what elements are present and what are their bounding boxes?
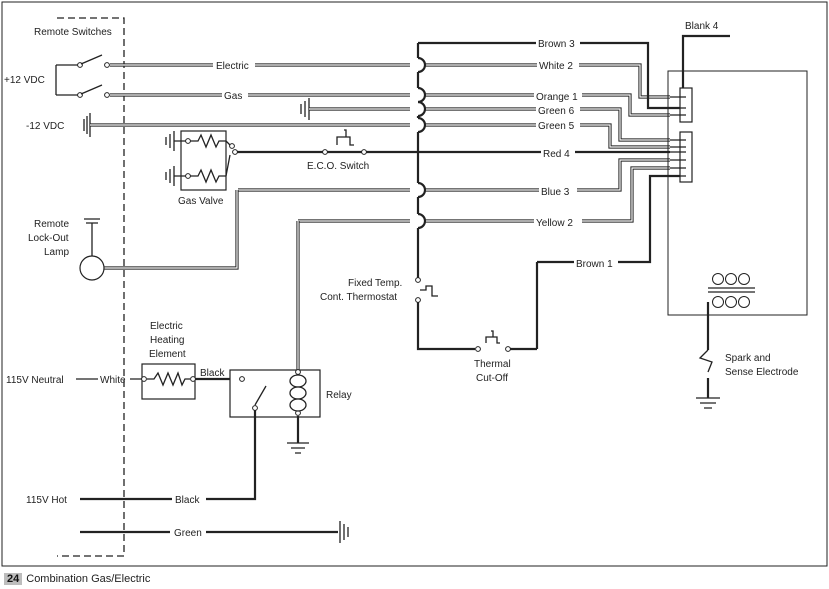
green-ground [339, 521, 349, 543]
thermostat-label-2: Cont. Thermostat [320, 292, 397, 303]
connector-main [679, 131, 693, 183]
spark-electrode-label-2: Sense Electrode [725, 367, 799, 378]
diagram-frame [1, 1, 828, 567]
plus-12vdc-label: +12 VDC [4, 75, 45, 86]
heating-element-label-1: Electric [150, 321, 183, 332]
orange1-wire-label: Orange 1 [536, 92, 578, 103]
thermostat-label-1: Fixed Temp. [348, 278, 402, 289]
white2-wire-label: White 2 [539, 61, 573, 72]
brown1-wire-label: Brown 1 [576, 259, 613, 270]
minus-12vdc-ground [83, 113, 91, 137]
yellow2-wire-label: Yellow 2 [536, 218, 573, 229]
gas-valve-ground-top [165, 131, 186, 151]
heating-element-label-3: Element [149, 349, 186, 360]
gas-wire-label: Gas [224, 91, 242, 102]
black-top-wire-label: Black [200, 368, 225, 379]
thermostat [415, 277, 475, 351]
gas-valve-ground-bottom [165, 166, 186, 186]
page-number: 24 [4, 573, 23, 585]
green-wire-label: Green [174, 528, 202, 539]
thermal-cutoff-label-1: Thermal [474, 359, 511, 370]
blank4-label: Blank 4 [685, 21, 719, 32]
red4-wire-label: Red 4 [543, 149, 570, 160]
heating-element-box [141, 363, 196, 400]
control-module-box [667, 70, 808, 316]
lockout-lamp [79, 218, 105, 281]
page-footer: 24 Combination Gas/Electric [4, 573, 150, 585]
relay-ground [287, 416, 309, 454]
eco-switch-label: E.C.O. Switch [307, 161, 369, 172]
electric-wire-label: Electric [216, 61, 249, 72]
green6-wire-label: Green 6 [538, 106, 575, 117]
remote-switches-label: Remote Switches [34, 27, 112, 38]
brown3-wire-label: Brown 3 [538, 39, 575, 50]
black-bottom-wire-label: Black [175, 495, 200, 506]
green6-ground [300, 98, 310, 120]
lockout-lamp-label-3: Lamp [44, 247, 69, 258]
spark-electrode [696, 302, 720, 409]
white-wire-label: White [100, 375, 126, 386]
thermal-cutoff [475, 330, 537, 352]
gas-valve-coils [185, 133, 238, 184]
remote-switches [55, 54, 110, 98]
minus-12vdc-label: -12 VDC [26, 121, 64, 132]
thermal-cutoff-label-2: Cut-Off [476, 373, 508, 384]
green5-wire-label: Green 5 [538, 121, 575, 132]
spark-transformer [708, 273, 755, 308]
relay-coil [289, 374, 307, 412]
hot-115v-label: 115V Hot [26, 495, 67, 506]
page-section-title: Combination Gas/Electric [26, 573, 151, 585]
connector-top [679, 87, 693, 123]
relay-contacts [239, 369, 301, 416]
lockout-lamp-label-2: Lock-Out [28, 233, 69, 244]
lockout-lamp-label-1: Remote [34, 219, 69, 230]
heating-element-label-2: Heating [150, 335, 184, 346]
remote-switch-boundary [57, 17, 125, 557]
gas-valve-label: Gas Valve [178, 196, 224, 207]
relay-label: Relay [326, 390, 352, 401]
eco-switch [322, 129, 367, 155]
blue3-wire-label: Blue 3 [541, 187, 570, 198]
spark-electrode-label-1: Spark and [725, 353, 771, 364]
neutral-115v-label: 115V Neutral [6, 375, 64, 386]
